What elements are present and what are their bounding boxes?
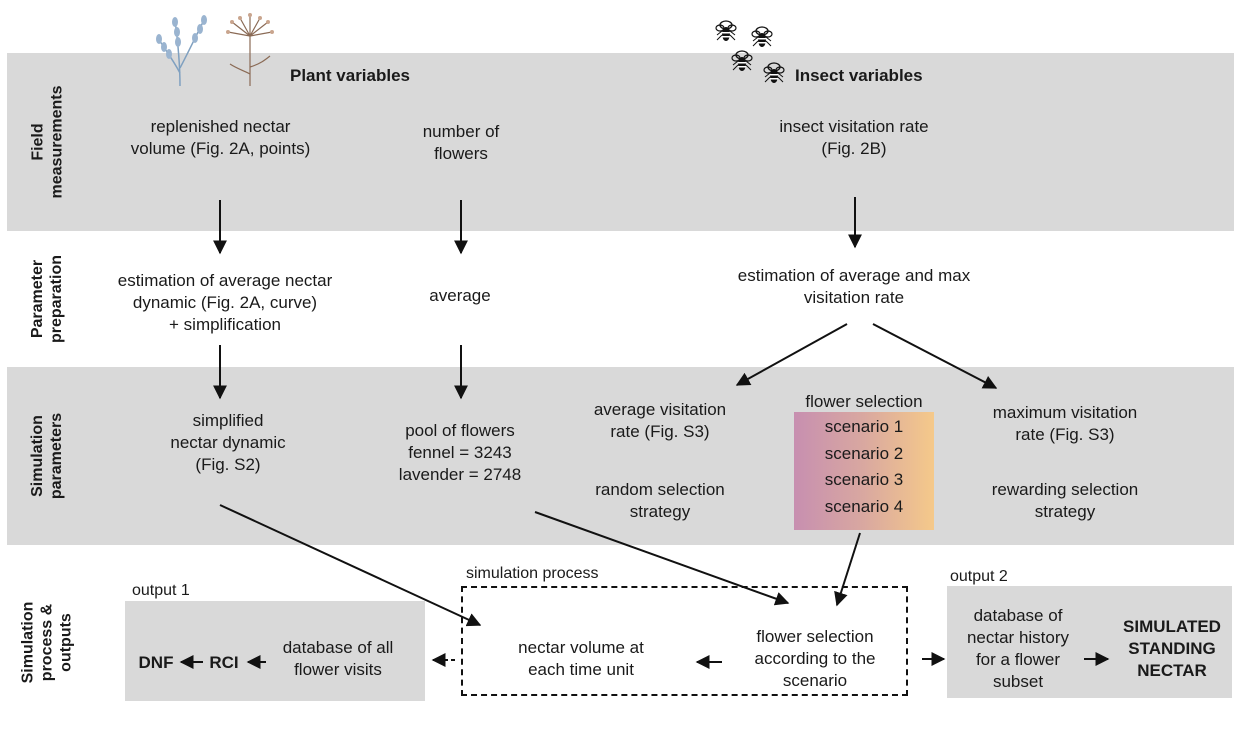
simulation-parameters-band — [7, 367, 1234, 545]
dnf-label: DNF — [138, 653, 174, 672]
scenario-item: scenario 4 — [824, 496, 904, 516]
rci-label: RCI — [209, 653, 239, 672]
scenario-item: scenario 2 — [824, 443, 904, 463]
scenario-item: scenario 1 — [824, 417, 904, 436]
scenario-item: scenario 3 — [824, 470, 904, 489]
fennel-illustration — [226, 13, 274, 86]
arrow — [872, 323, 998, 389]
average-flowers: average — [429, 286, 491, 305]
arrow — [735, 323, 848, 386]
output-2-label: output 2 — [950, 568, 1008, 585]
output-2-box — [947, 586, 1232, 698]
simulation-process-label: simulation process — [466, 565, 599, 582]
arrow — [834, 532, 861, 607]
output-1-label: output 1 — [132, 582, 190, 599]
insect-visitation-rate: insect visitation rate(Fig. 2B) — [779, 117, 929, 158]
field-measurements-band — [7, 53, 1234, 231]
flower-selection-title: flower selection — [805, 392, 923, 411]
plant-variables-header: Plant variables — [290, 66, 411, 85]
arrow — [219, 504, 482, 627]
scenario-list: scenario 1 scenario 2 scenario 3 scenari… — [794, 412, 934, 530]
output-1-box — [125, 601, 425, 701]
insect-variables-header: Insect variables — [795, 66, 923, 85]
lavender-illustration — [156, 15, 207, 87]
arrow — [534, 511, 790, 606]
simulation-process-box — [461, 586, 908, 696]
